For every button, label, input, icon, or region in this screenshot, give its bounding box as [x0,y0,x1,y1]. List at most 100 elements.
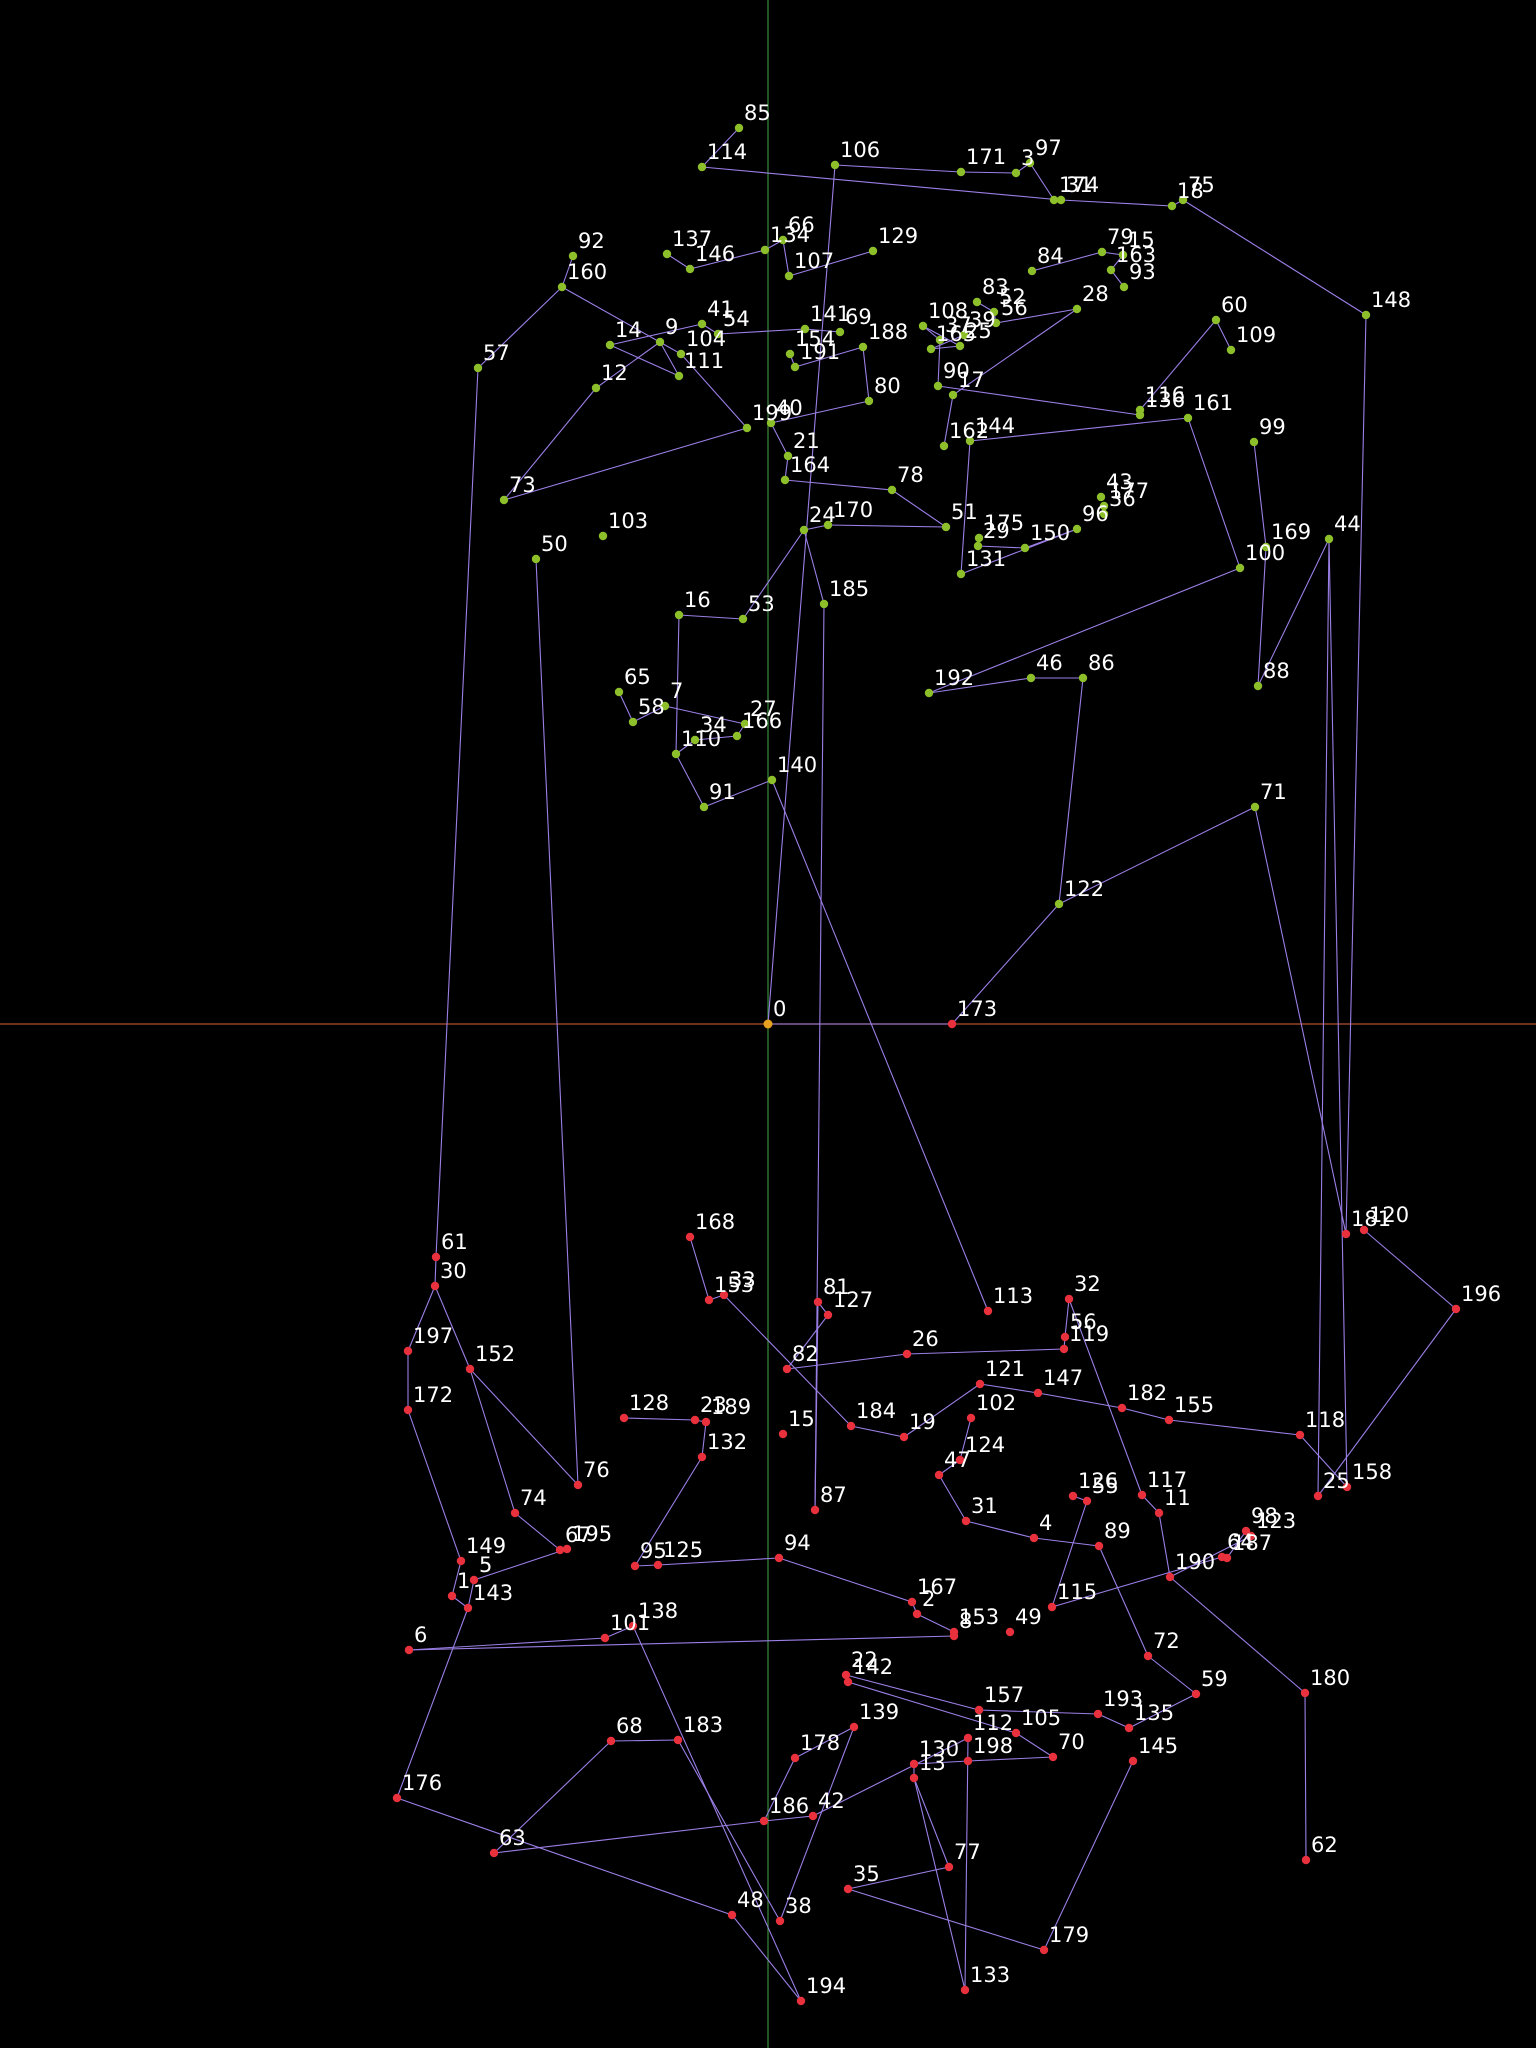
node-point [1039,1945,1049,1955]
node-label: 163 [1116,243,1156,267]
node-label: 150 [1030,521,1070,545]
edge-line [1363,1229,1457,1310]
node-label: 197 [413,1324,453,1348]
node-point [392,1793,402,1803]
node-label: 17 [958,368,985,392]
node-point [673,1735,683,1745]
node-label: 96 [1082,502,1109,526]
node-label: 117 [1147,1468,1187,1492]
node-label: 80 [874,374,901,398]
node-point [403,1346,413,1356]
node-label: 47 [944,1448,971,1472]
edge-line [1257,546,1267,687]
node-point [1119,282,1129,292]
node-point [1341,1229,1351,1239]
node-label: 116 [1145,383,1185,407]
node-label: 185 [829,577,869,601]
edge-line [1187,417,1241,569]
edge-line [913,1777,950,1868]
node-point [697,319,707,329]
node-label: 76 [583,1458,610,1482]
node-label: 157 [984,1683,1024,1707]
node-point [591,383,601,393]
node-point [846,1421,856,1431]
node-label: 99 [1259,415,1286,439]
node-label: 23 [700,1393,727,1417]
node-label: 16 [684,588,711,612]
node-point [1094,1541,1104,1551]
edge-line [1128,1693,1197,1729]
node-point [858,342,868,352]
node-point [742,423,752,433]
node-point [1128,1756,1138,1766]
node-point [909,1773,919,1783]
edge-line [1158,1512,1171,1578]
node-point [835,327,845,337]
node-point [1093,1709,1103,1719]
edge-line [659,341,680,377]
node-point [1106,265,1116,275]
node-label: 37 [945,313,972,337]
edge-line [778,1557,913,1603]
node-label: 144 [975,414,1015,438]
edge-line [595,341,661,389]
node-point [662,249,672,259]
edge-line [930,334,965,350]
edge-line [779,1726,855,1922]
node-label: 22 [851,1648,878,1672]
node-label: 113 [993,1284,1033,1308]
node-label: 35 [853,1862,880,1886]
node-point [473,363,483,373]
node-label: 111 [684,349,724,373]
node-label: 109 [1236,323,1276,347]
node-label: 193 [1103,1687,1143,1711]
node-point [469,1575,479,1585]
edge-line [834,164,962,173]
edge-line [1257,538,1330,687]
node-label: 44 [1334,512,1361,536]
edge-line [1328,538,1348,1488]
edge-line [1147,1655,1197,1695]
edge-line [469,1368,579,1486]
node-label: 91 [709,780,736,804]
node-point [948,390,958,400]
node-label: 83 [982,275,1009,299]
edge-line [666,253,691,270]
node-point [1072,304,1082,314]
node-point [973,541,983,551]
node-label: 180 [1310,1666,1350,1690]
edge-line [1098,1545,1149,1657]
node-point [1167,201,1177,211]
node-point [1096,492,1106,502]
node-label: 171 [966,145,1006,169]
node-point [628,717,638,727]
node-point [830,160,840,170]
node-label: 140 [777,753,817,777]
node-point [1250,802,1260,812]
edge-line [493,1740,612,1854]
node-label: 59 [1201,1667,1228,1691]
node-label: 25 [1323,1469,1350,1493]
node-label: 30 [440,1259,467,1283]
node-label: 13 [919,1751,946,1775]
node-label: 178 [800,1731,840,1755]
node-label: 194 [806,1974,846,1998]
edge-line [632,1625,802,2002]
edge-line [408,1637,606,1651]
node-label: 5 [479,1553,492,1577]
node-label: 64 [1227,1530,1254,1554]
node-point [685,264,695,274]
node-point [1020,543,1030,553]
edge-line [618,691,634,723]
node-label: 123 [1256,1509,1296,1533]
node-label: 149 [466,1534,506,1558]
node-label: 15 [788,1407,815,1431]
node-point [785,349,795,359]
edge-line [770,422,789,457]
node-label: 25 [965,319,992,343]
edge-line [1345,314,1367,1235]
edge-line [916,1613,955,1633]
edge-line [1043,1760,1134,1951]
node-point [555,1545,565,1555]
edge-line [1253,441,1267,548]
